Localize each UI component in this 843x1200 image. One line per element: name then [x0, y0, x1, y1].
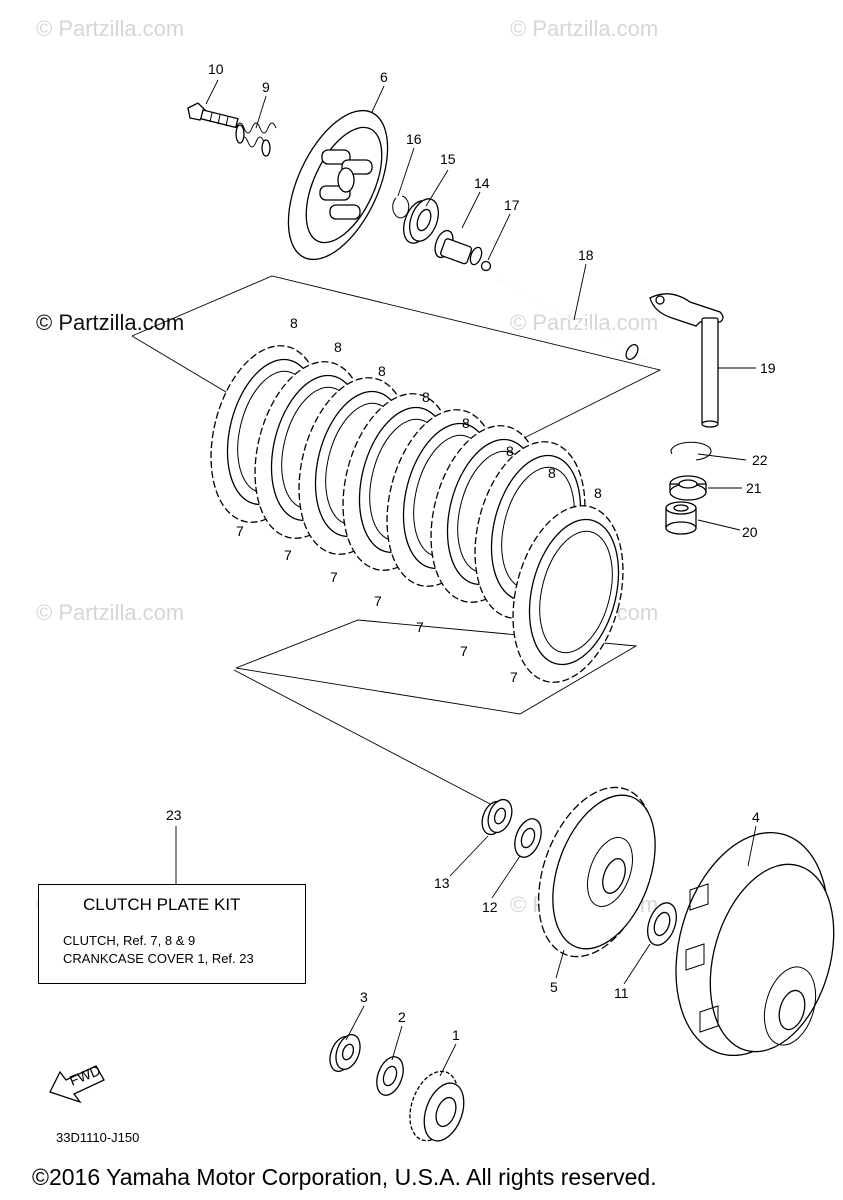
- callout-7g: 7: [510, 669, 518, 685]
- callout-10: 10: [208, 61, 224, 77]
- part-1-primary-drive-gear[interactable]: [401, 1065, 471, 1148]
- callout-19: 19: [760, 360, 776, 376]
- callout-7a: 7: [236, 523, 244, 539]
- part-21-oil-seal[interactable]: [669, 475, 707, 501]
- part-13-collar[interactable]: [478, 796, 516, 837]
- callout-16: 16: [406, 131, 422, 147]
- callout-3: 3: [360, 989, 368, 1005]
- watermark-top-left: © Partzilla.com: [36, 16, 184, 41]
- callout-15: 15: [440, 151, 456, 167]
- kit-title: CLUTCH PLATE KIT: [83, 895, 241, 914]
- part-18-push-rod[interactable]: [497, 279, 647, 361]
- callout-17: 17: [504, 197, 520, 213]
- watermark-mid-left: © Partzilla.com: [36, 310, 184, 335]
- leader-lines: [175, 79, 757, 1077]
- clutch-plate-stack[interactable]: [194, 334, 640, 694]
- part-11-thrust-washer[interactable]: [642, 899, 681, 949]
- diagram-code: 33D1110-J150: [56, 1130, 140, 1145]
- plate-pair-8: [512, 505, 624, 683]
- callout-21: 21: [746, 480, 762, 496]
- part-12-washer[interactable]: [510, 815, 546, 861]
- part-22-circlip[interactable]: [670, 441, 712, 461]
- callout-numbers: 10 9 6 16 15 14 17 18 19 22 21 20 8 8 8 …: [166, 61, 776, 1043]
- part-14-push-rod-end[interactable]: [432, 228, 484, 266]
- copyright-notice: ©2016 Yamaha Motor Corporation, U.S.A. A…: [32, 1164, 657, 1190]
- part-20-bushing[interactable]: [665, 501, 697, 535]
- clutch-plate-kit-box: CLUTCH PLATE KIT CLUTCH, Ref. 7, 8 & 9 C…: [38, 884, 306, 984]
- callout-4: 4: [752, 809, 760, 825]
- callout-7b: 7: [284, 547, 292, 563]
- callout-12: 12: [482, 899, 498, 915]
- kit-line-crankcase-cover: CRANKCASE COVER 1, Ref. 23: [63, 951, 254, 966]
- part-15-bearing[interactable]: [398, 195, 443, 247]
- watermark-center-left: © Partzilla.com: [36, 600, 184, 625]
- callout-9: 9: [262, 79, 270, 95]
- callout-5: 5: [550, 979, 558, 995]
- part-4-clutch-housing[interactable]: [651, 815, 843, 1074]
- callout-22: 22: [752, 452, 768, 468]
- callout-7d: 7: [374, 593, 382, 609]
- callout-23: 23: [166, 807, 182, 823]
- part-10-bolt[interactable]: [187, 102, 239, 129]
- callout-8d: 8: [422, 389, 430, 405]
- plate-stack-reference-box: [131, 275, 662, 807]
- callout-8c: 8: [378, 363, 386, 379]
- part-2-washer[interactable]: [372, 1053, 408, 1099]
- callout-18: 18: [578, 247, 594, 263]
- callout-14: 14: [474, 175, 490, 191]
- callout-8h: 8: [594, 485, 602, 501]
- callout-8g: 8: [548, 465, 556, 481]
- callout-8a: 8: [290, 315, 298, 331]
- part-5-clutch-boss[interactable]: [517, 772, 675, 973]
- callout-1: 1: [452, 1027, 460, 1043]
- callout-7c: 7: [330, 569, 338, 585]
- part-16-circlip[interactable]: [392, 195, 410, 219]
- callout-20: 20: [742, 524, 758, 540]
- callout-7e: 7: [416, 619, 424, 635]
- part-6-pressure-plate[interactable]: [268, 96, 408, 275]
- callout-8f: 8: [506, 443, 514, 459]
- watermark-top-right: © Partzilla.com: [510, 16, 658, 41]
- part-17-ball[interactable]: [480, 260, 492, 272]
- callout-2: 2: [398, 1009, 406, 1025]
- callout-8e: 8: [462, 415, 470, 431]
- part-19-push-lever-shaft[interactable]: [649, 293, 724, 428]
- callout-7f: 7: [460, 643, 468, 659]
- callout-13: 13: [434, 875, 450, 891]
- watermark-mid-right: © Partzilla.com: [510, 310, 658, 335]
- fwd-arrow-icon: FWD: [49, 1062, 105, 1104]
- part-9-spring[interactable]: [235, 122, 277, 157]
- callout-8b: 8: [334, 339, 342, 355]
- part-3-collar[interactable]: [326, 1031, 365, 1074]
- callout-11: 11: [614, 985, 629, 1001]
- kit-line-clutch: CLUTCH, Ref. 7, 8 & 9: [63, 933, 196, 948]
- callout-6: 6: [380, 69, 388, 85]
